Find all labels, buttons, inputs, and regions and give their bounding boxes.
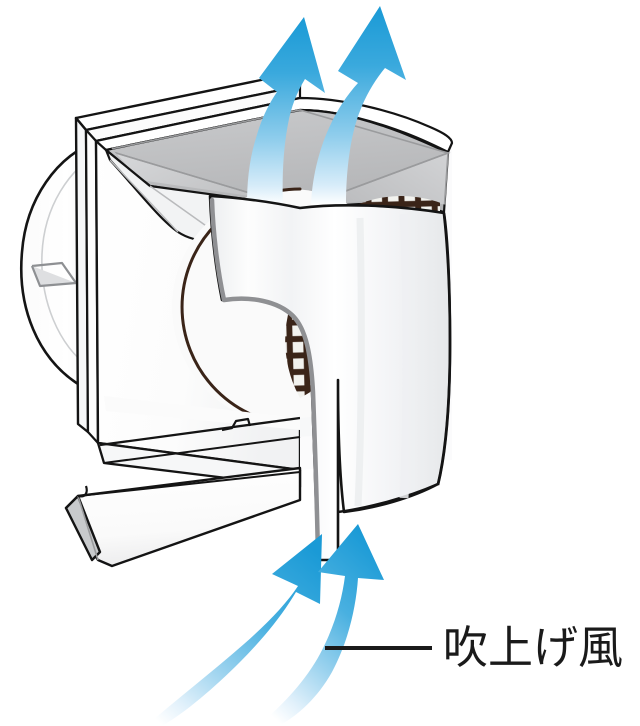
bottom-arrow-right <box>258 524 384 726</box>
bottom-arrow-left <box>146 534 322 726</box>
top-arrow-right <box>311 6 406 205</box>
callout-label-updraft-wind: 吹上げ風 <box>443 622 624 673</box>
curved-front-panel <box>208 194 452 562</box>
top-arrow-left <box>247 17 325 205</box>
bottom-duct-lip <box>64 466 302 568</box>
